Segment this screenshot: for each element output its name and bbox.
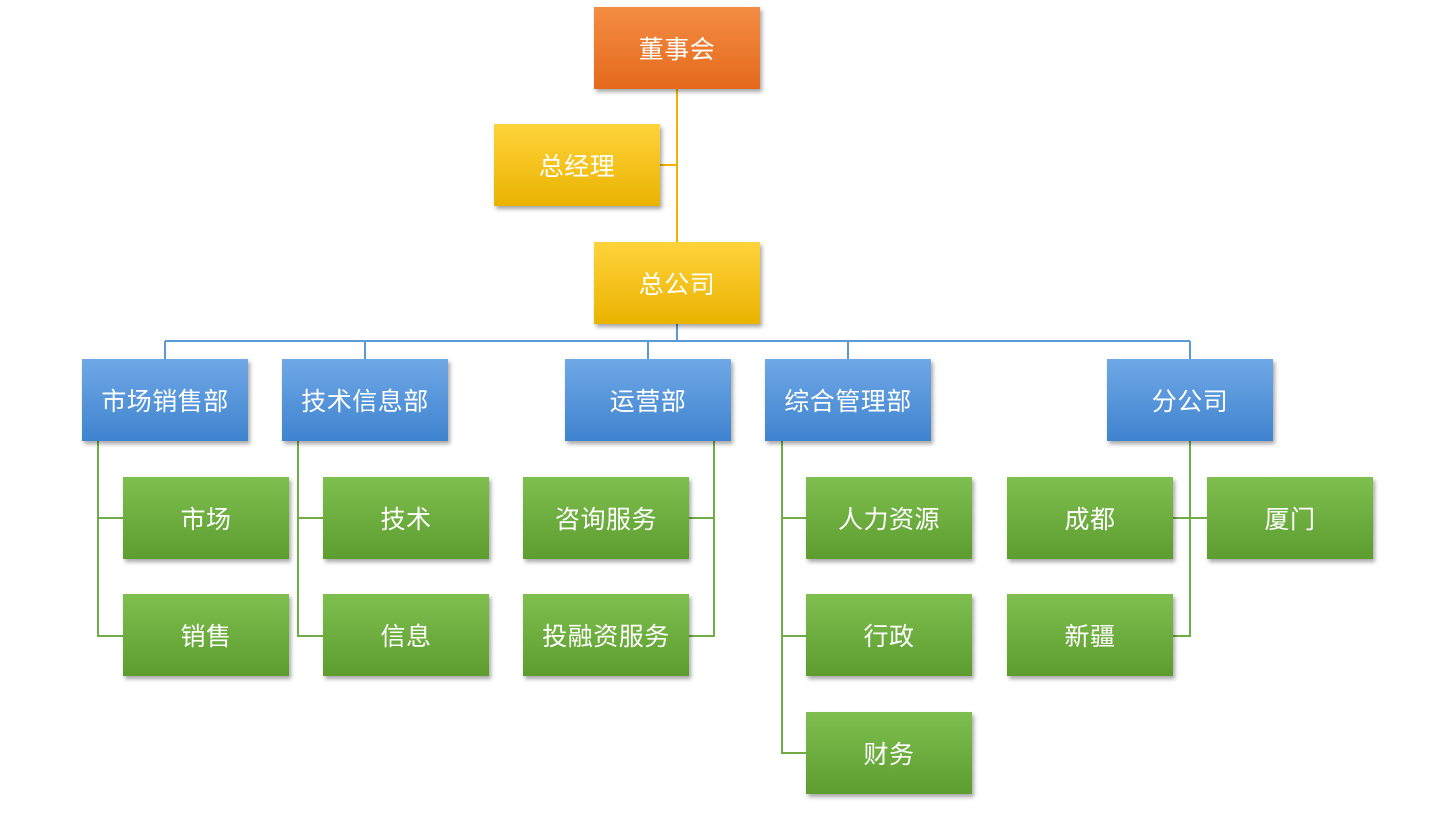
node-label: 成都 <box>1064 505 1116 534</box>
node-department-administration[interactable]: 综合管理部 <box>765 359 931 441</box>
node-label: 技术信息部 <box>301 387 429 416</box>
node-label: 综合管理部 <box>784 387 912 416</box>
node-label: 投融资服务 <box>542 622 670 651</box>
node-unit-consulting[interactable]: 咨询服务 <box>523 477 689 559</box>
node-label: 财务 <box>863 740 915 769</box>
node-unit-investment[interactable]: 投融资服务 <box>523 594 689 676</box>
node-label: 行政 <box>863 622 915 651</box>
node-label: 市场销售部 <box>101 387 229 416</box>
node-board[interactable]: 董事会 <box>594 7 760 89</box>
node-label: 董事会 <box>638 35 716 64</box>
node-unit-chengdu[interactable]: 成都 <box>1007 477 1173 559</box>
node-label: 人力资源 <box>837 505 940 534</box>
node-unit-info[interactable]: 信息 <box>323 594 489 676</box>
node-label: 信息 <box>380 622 432 651</box>
node-unit-hr[interactable]: 人力资源 <box>806 477 972 559</box>
node-department-branches[interactable]: 分公司 <box>1107 359 1273 441</box>
connector-tech-units <box>297 441 323 637</box>
node-department-operations[interactable]: 运营部 <box>565 359 731 441</box>
node-label: 总公司 <box>638 270 716 299</box>
node-general-manager[interactable]: 总经理 <box>494 124 660 206</box>
node-unit-xinjiang[interactable]: 新疆 <box>1007 594 1173 676</box>
connector-adm-units <box>781 441 806 754</box>
node-label: 运营部 <box>609 387 687 416</box>
node-label: 技术 <box>380 505 432 534</box>
node-label: 销售 <box>180 622 232 651</box>
node-label: 新疆 <box>1064 622 1116 651</box>
node-department-marketing-sales[interactable]: 市场销售部 <box>82 359 248 441</box>
connector-ops-units <box>689 441 715 637</box>
node-label: 市场 <box>180 505 232 534</box>
node-unit-admin[interactable]: 行政 <box>806 594 972 676</box>
node-unit-tech[interactable]: 技术 <box>323 477 489 559</box>
connector-br-units <box>1173 441 1191 637</box>
node-unit-market[interactable]: 市场 <box>123 477 289 559</box>
node-unit-xiamen[interactable]: 厦门 <box>1207 477 1373 559</box>
node-unit-sales[interactable]: 销售 <box>123 594 289 676</box>
node-headquarters[interactable]: 总公司 <box>594 242 760 324</box>
node-label: 咨询服务 <box>554 505 657 534</box>
node-label: 厦门 <box>1264 505 1316 534</box>
node-unit-finance[interactable]: 财务 <box>806 712 972 794</box>
connector-mkt-units <box>97 441 123 637</box>
node-label: 分公司 <box>1151 387 1229 416</box>
node-label: 总经理 <box>538 152 616 181</box>
node-department-tech-info[interactable]: 技术信息部 <box>282 359 448 441</box>
